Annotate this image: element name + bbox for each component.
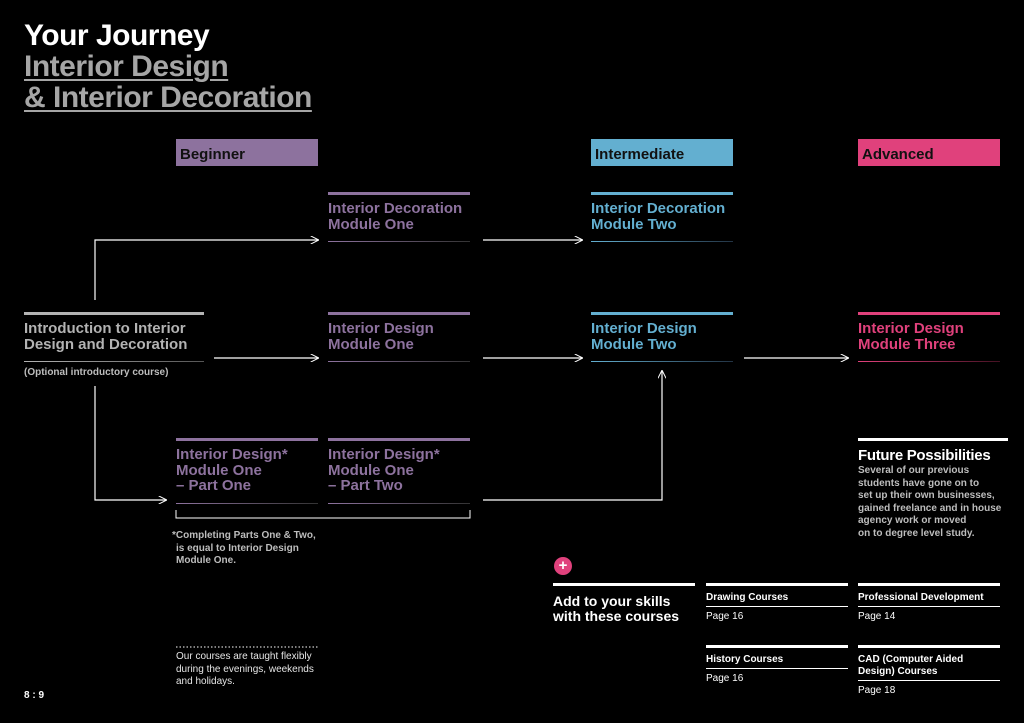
title-line-2: Interior Design (24, 50, 229, 83)
arrow-part-two-to-design-two (483, 371, 662, 501)
module-design-three-line-2: Module Three (858, 335, 956, 353)
parts-bracket (175, 510, 471, 519)
title-line-3: & Interior Decoration (24, 81, 312, 114)
plus-icon: + (554, 557, 572, 575)
course-professional-development-page: Page 14 (858, 611, 896, 622)
module-design-one-line-1: Interior Design (328, 320, 434, 337)
arrow-intro-to-part-one (94, 386, 166, 500)
module-design-three-line-1: Interior Design (858, 320, 964, 337)
module-design-one-line-2: Module One (328, 335, 414, 353)
module-deco-two-line-2: Module Two (591, 215, 677, 233)
course-professional-development[interactable]: Professional Development Page 14 (858, 583, 1000, 625)
module-design-two-line-1: Interior Design (591, 320, 697, 337)
page-number: 8 : 9 (24, 690, 45, 701)
module-design-two: Interior Design Module Two (591, 312, 733, 362)
future-possibilities: Future Possibilities Several of our prev… (858, 438, 1008, 540)
module-deco-one-line-2: Module One (328, 215, 414, 233)
module-part-one-line-1: Interior Design* (176, 446, 288, 463)
intro-note: (Optional introductory course) (24, 367, 169, 378)
course-cad-name: CAD (Computer Aided Design) Courses (858, 654, 964, 677)
level-intermediate: Intermediate (591, 139, 733, 166)
skills-heading: Add to your skills with these courses (553, 583, 695, 624)
parts-footnote: *Completing Parts One & Two, is equal to… (172, 530, 332, 568)
future-line-6: on to degree level study. (858, 527, 975, 539)
module-part-two-line-2: Module One (328, 461, 414, 479)
future-line-2: students have gone on to (858, 477, 980, 489)
module-part-two: Interior Design* Module One – Part Two (328, 438, 470, 504)
course-drawing-name: Drawing Courses (706, 592, 789, 603)
module-part-two-line-3: – Part Two (328, 477, 403, 494)
course-cad-page: Page 18 (858, 685, 896, 696)
module-part-two-line-1: Interior Design* (328, 446, 440, 463)
module-design-three: Interior Design Module Three (858, 312, 1000, 362)
footnote-line-1: *Completing Parts One & Two, (172, 530, 316, 541)
module-design-one: Interior Design Module One (328, 312, 470, 362)
arrow-intro-to-deco-one (94, 240, 318, 300)
intro-title-line-2: Design and Decoration (24, 335, 188, 353)
module-part-one-line-3: – Part One (176, 477, 252, 494)
future-line-4: gained freelance and in house (858, 502, 1002, 514)
page-title: Your Journey Interior Design & Interior … (24, 20, 312, 113)
module-deco-one-line-1: Interior Decoration (328, 200, 463, 217)
future-heading: Future Possibilities (858, 447, 991, 464)
course-history-name: History Courses (706, 654, 784, 665)
module-deco-one: Interior Decoration Module One (328, 192, 470, 242)
flexible-note: Our courses are taught flexibly during t… (176, 651, 336, 689)
footnote-line-3: Module One. (176, 555, 236, 566)
course-professional-development-name: Professional Development (858, 592, 984, 603)
module-design-two-line-2: Module Two (591, 335, 677, 353)
module-part-one: Interior Design* Module One – Part One (176, 438, 318, 504)
footnote-line-2: is equal to Interior Design (176, 542, 299, 554)
course-drawing[interactable]: Drawing Courses Page 16 (706, 583, 848, 625)
flexible-note-line-2: during the evenings, weekends (176, 663, 314, 675)
skills-heading-line-2: with these courses (553, 608, 680, 624)
title-line-1: Your Journey (24, 19, 210, 52)
intro-course: Introduction to Interior Design and Deco… (24, 312, 204, 362)
skills-heading-line-1: Add to your skills (553, 593, 671, 609)
level-beginner: Beginner (176, 139, 318, 166)
intro-title-line-1: Introduction to Interior (24, 320, 186, 337)
future-line-5: agency work or moved (858, 515, 967, 526)
flexible-note-line-3: and holidays. (176, 676, 235, 687)
course-history-page: Page 16 (706, 673, 744, 684)
module-part-one-line-2: Module One (176, 461, 262, 479)
module-deco-two: Interior Decoration Module Two (591, 192, 733, 242)
future-line-1: Several of our previous (858, 465, 970, 476)
course-drawing-page: Page 16 (706, 611, 744, 622)
future-line-3: set up their own businesses, (858, 490, 995, 501)
flexible-note-line-1: Our courses are taught flexibly (176, 651, 312, 662)
level-advanced: Advanced (858, 139, 1000, 166)
course-history[interactable]: History Courses Page 16 (706, 645, 848, 687)
course-cad[interactable]: CAD (Computer Aided Design) Courses Page… (858, 645, 1000, 697)
module-deco-two-line-1: Interior Decoration (591, 200, 726, 217)
